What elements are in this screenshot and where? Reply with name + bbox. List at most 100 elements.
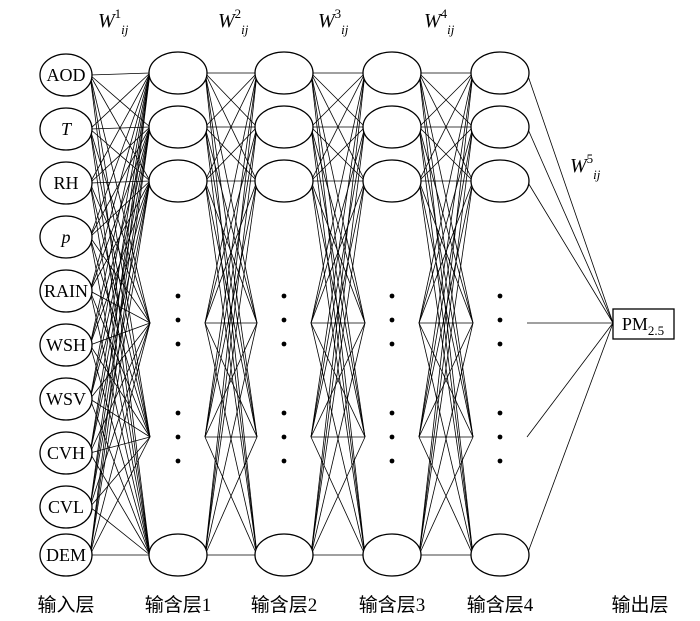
- weight-label-2: W2ij: [218, 6, 249, 37]
- input-label-cvl: CVL: [48, 497, 84, 517]
- hidden-node-layer-2: [254, 105, 314, 149]
- ellipsis-dot: [175, 434, 181, 440]
- ellipsis-dot: [281, 458, 287, 464]
- ellipsis-dots: [175, 293, 503, 464]
- input-node: [39, 107, 93, 151]
- connection-line: [418, 180, 474, 324]
- hidden-node-layer-1: [148, 159, 208, 203]
- layer-label-hidden-1: 输含层1: [145, 594, 212, 616]
- ellipsis-dot: [175, 458, 181, 464]
- ellipsis-dot: [281, 317, 287, 323]
- connection-line: [89, 398, 151, 556]
- connection-line: [89, 452, 151, 556]
- connection-line: [89, 236, 151, 438]
- input-node: [39, 485, 93, 529]
- output-node: PM2.5: [612, 308, 675, 340]
- input-node: [39, 53, 93, 97]
- connection-line: [204, 72, 258, 438]
- ellipsis-dot: [497, 317, 503, 323]
- hidden-node-layer-1: [148, 51, 208, 95]
- connection-line: [418, 322, 474, 438]
- connection-line: [204, 72, 258, 556]
- connection-line: [89, 436, 151, 556]
- connection-line: [89, 72, 151, 454]
- ellipsis-dot: [497, 458, 503, 464]
- ellipsis-dot: [389, 293, 395, 299]
- hidden-node-layer-3: [362, 159, 422, 203]
- connection-line: [89, 322, 151, 400]
- input-label-wsh: WSH: [46, 335, 86, 355]
- connection-line: [526, 126, 614, 324]
- ellipsis-dot: [281, 293, 287, 299]
- ellipsis-dot: [175, 317, 181, 323]
- connection-line: [310, 180, 366, 324]
- hidden-node-layer-2: [254, 533, 314, 577]
- layer-labels: 输入层 输含层1 输含层2 输含层3 输含层4 输出层: [37, 594, 668, 616]
- hidden-node-layer-3: [362, 533, 422, 577]
- connection-line: [89, 72, 151, 130]
- ellipsis-dot: [497, 341, 503, 347]
- connection-line: [89, 72, 151, 292]
- input-node: [39, 533, 93, 577]
- connection-line: [89, 236, 151, 324]
- connection-line: [418, 72, 474, 128]
- connection-line: [204, 180, 258, 324]
- connection-line: [418, 72, 474, 438]
- connection-line: [418, 322, 474, 556]
- connection-line: [89, 322, 151, 556]
- ellipsis-dot: [389, 410, 395, 416]
- weight-label-1: W1ij: [98, 6, 129, 37]
- connection-line: [89, 72, 151, 508]
- connection-line: [418, 72, 474, 556]
- connection-line: [204, 72, 258, 128]
- ellipsis-dot: [175, 341, 181, 347]
- connection-line: [204, 322, 258, 438]
- connection-line: [418, 126, 474, 438]
- hidden-node-layer-1: [148, 105, 208, 149]
- connection-line: [89, 322, 151, 346]
- input-node: [39, 431, 93, 475]
- input-label-p: p: [60, 227, 71, 247]
- ellipsis-dot: [497, 293, 503, 299]
- connection-line: [204, 436, 258, 556]
- connection-line: [418, 180, 474, 438]
- connection-line: [310, 72, 366, 128]
- connection-line: [310, 72, 366, 324]
- connection-line: [526, 72, 614, 324]
- connection-lines: [89, 72, 614, 556]
- input-label-dem: DEM: [46, 545, 86, 565]
- connection-line: [89, 436, 151, 454]
- layer-label-input: 输入层: [37, 594, 94, 616]
- ellipsis-dot: [497, 434, 503, 440]
- input-label-rh: RH: [53, 173, 78, 193]
- connection-line: [310, 72, 366, 438]
- ellipsis-dot: [389, 458, 395, 464]
- input-labels: AOD T RH p RAIN WSH WSV CVH CVL DEM: [44, 65, 88, 565]
- connection-line: [89, 182, 151, 438]
- connection-line: [89, 74, 151, 324]
- connection-line: [89, 344, 151, 438]
- connection-line: [204, 126, 258, 324]
- hidden-node-layer-2: [254, 51, 314, 95]
- connection-line: [204, 180, 258, 556]
- input-label-wsv: WSV: [46, 389, 86, 409]
- ellipsis-dot: [389, 341, 395, 347]
- ellipsis-dot: [281, 410, 287, 416]
- connection-line: [204, 180, 258, 438]
- connection-line: [89, 72, 151, 184]
- input-node: [39, 215, 93, 259]
- hidden-node-layer-4: [470, 159, 530, 203]
- weight-label-4: W4ij: [424, 6, 455, 37]
- connection-line: [418, 180, 474, 556]
- connection-line: [89, 398, 151, 438]
- connection-line: [89, 126, 151, 556]
- connection-line: [89, 344, 151, 556]
- ellipsis-dot: [389, 317, 395, 323]
- connection-line: [89, 236, 151, 556]
- connection-line: [89, 72, 151, 346]
- layer-label-output: 输出层: [611, 594, 668, 616]
- connection-line: [418, 72, 474, 182]
- connection-line: [89, 322, 151, 454]
- connection-line: [418, 126, 474, 556]
